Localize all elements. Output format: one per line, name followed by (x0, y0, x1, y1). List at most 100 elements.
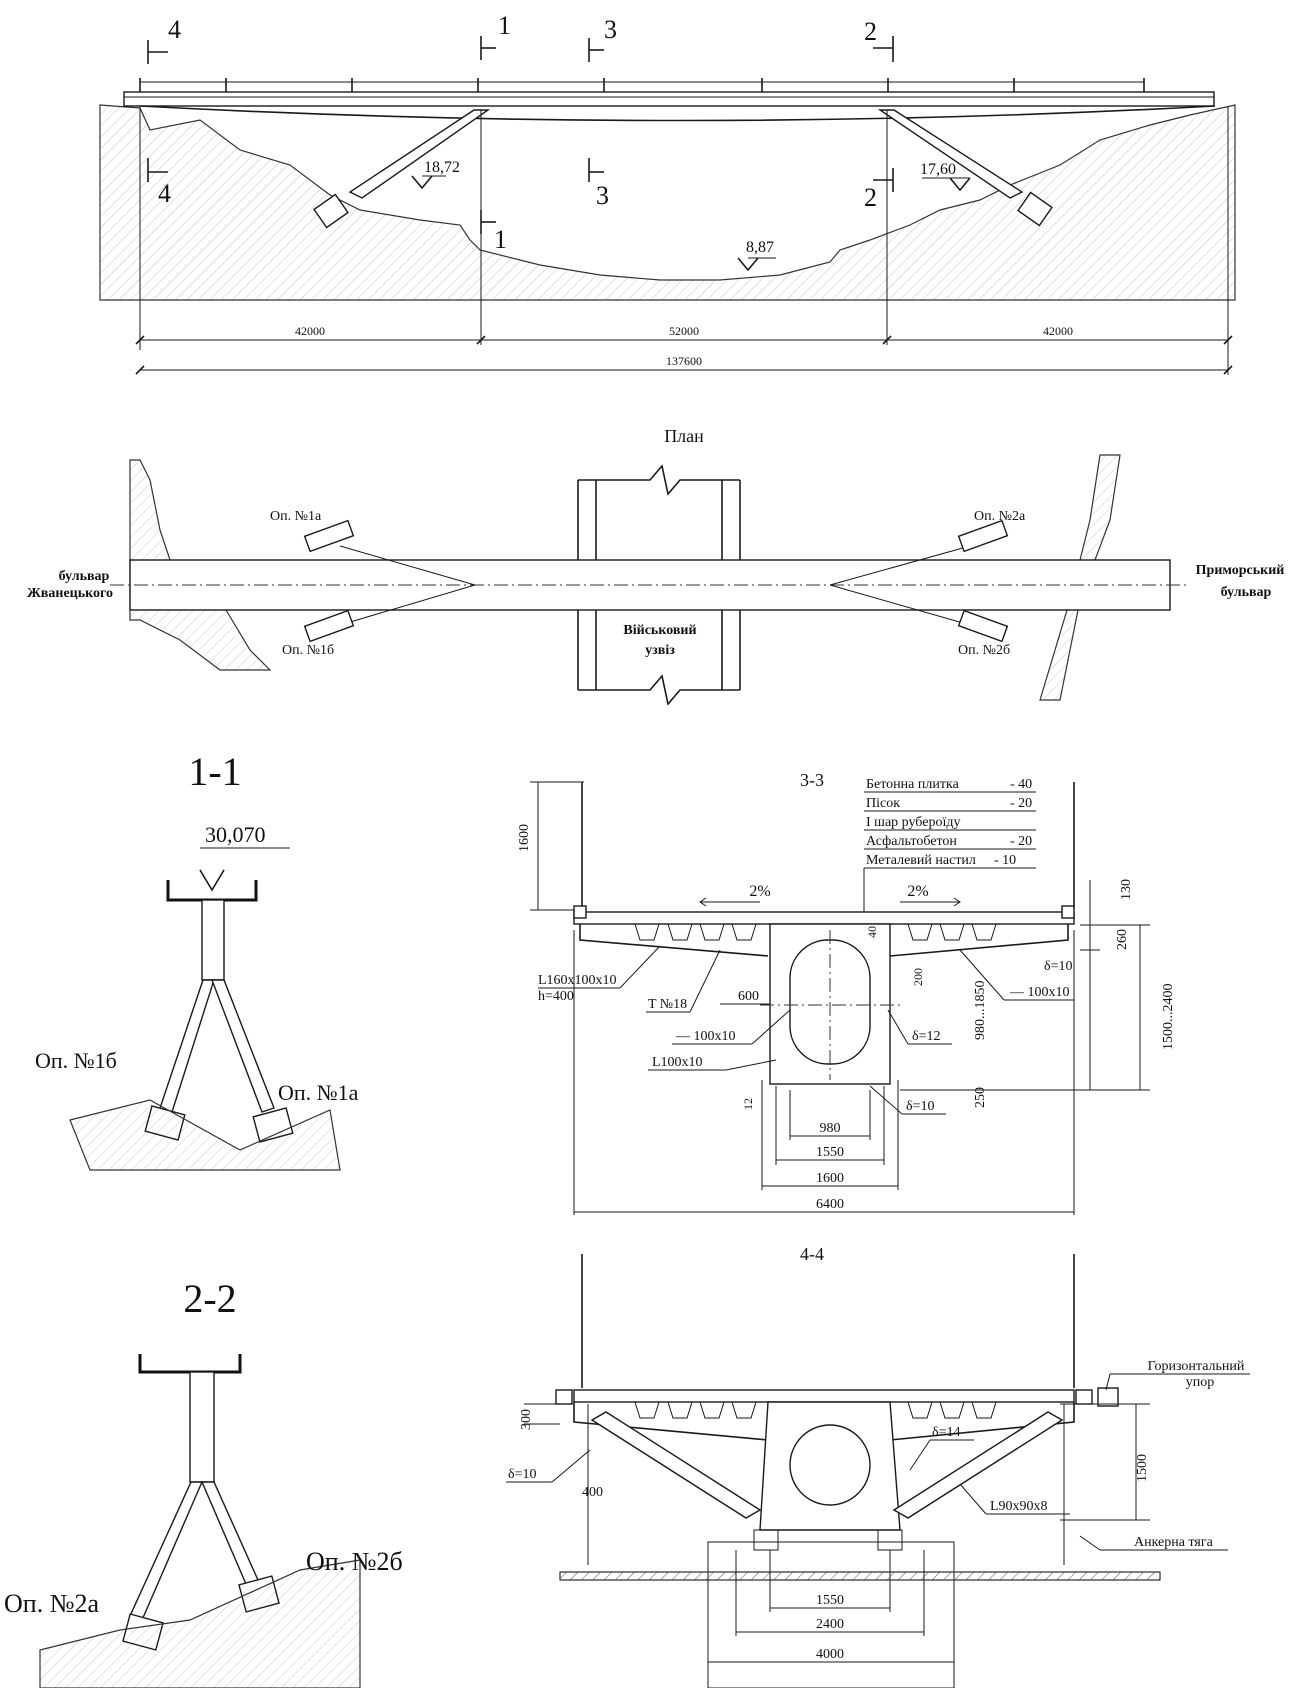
svg-text:Металевий настил: Металевий настил (866, 853, 976, 868)
svg-text:980: 980 (820, 1121, 841, 1136)
section-4-4: 4-4 Горизонтальний упор Анкерна тяга 300… (506, 1244, 1250, 1688)
svg-text:Пісок: Пісок (866, 796, 900, 811)
svg-text:4000: 4000 (816, 1647, 844, 1662)
svg-text:Асфальтобетон: Асфальтобетон (866, 834, 957, 849)
section-marks-bottom: 4 1 3 2 (147, 158, 894, 254)
anchor-rod: Анкерна тяга (1134, 1535, 1214, 1550)
left-footing (313, 193, 349, 229)
span-right: 42000 (1043, 324, 1073, 338)
svg-text:1500: 1500 (1135, 1454, 1150, 1482)
section-1-1-level: 30,070 (205, 822, 266, 847)
level-8-87: 8,87 (746, 239, 774, 256)
section-mark-1-top: 1 (498, 11, 511, 40)
svg-text:δ=12: δ=12 (912, 1029, 941, 1044)
deck-slab (123, 91, 1215, 107)
svg-text:130: 130 (1119, 879, 1134, 900)
section-mark-4-bottom: 4 (158, 179, 171, 208)
section-mark-3-top: 3 (604, 15, 617, 44)
section-1-1-support-left: Оп. №1б (35, 1048, 117, 1073)
svg-text:600: 600 (738, 989, 759, 1004)
horizontal-stop-1: Горизонтальний (1148, 1359, 1245, 1374)
svg-text:L100x10: L100x10 (652, 1055, 703, 1070)
section-mark-1-bottom: 1 (494, 225, 507, 254)
right-footing (1017, 191, 1053, 227)
section-1-1-title: 1-1 (188, 749, 241, 794)
svg-text:12: 12 (741, 1098, 755, 1110)
section-4-4-opening (789, 1424, 871, 1506)
svg-text:δ=10: δ=10 (1044, 959, 1073, 974)
rail-height: 1600 (517, 824, 532, 852)
section-4-4-title: 4-4 (800, 1244, 824, 1264)
section-1-1-support-right: Оп. №1а (278, 1080, 359, 1105)
span-dimensions: 42000 52000 42000 137600 (135, 324, 1233, 375)
svg-text:— 100x10: — 100x10 (1009, 985, 1070, 1000)
section-4-4-deck (573, 1389, 1075, 1403)
svg-text:200: 200 (911, 968, 925, 986)
right-inclined-strut (877, 109, 1024, 199)
plan-title: План (664, 426, 704, 446)
svg-text:Бетонна плитка: Бетонна плитка (866, 777, 960, 792)
elevation-view: 4 1 3 2 4 1 3 2 18,72 17,60 8,87 (99, 11, 1236, 375)
svg-text:1550: 1550 (816, 1593, 844, 1608)
level-marks: 18,72 17,60 8,87 (411, 159, 971, 272)
svg-text:- 10: - 10 (994, 853, 1016, 868)
section-2-2-support-right: Оп. №2б (306, 1547, 403, 1576)
svg-text:δ=10: δ=10 (906, 1099, 935, 1114)
section-mark-4-top: 4 (168, 15, 181, 44)
section-2-2-title: 2-2 (183, 1276, 236, 1321)
horizontal-stop-2: упор (1186, 1375, 1215, 1390)
svg-text:1500...2400: 1500...2400 (1161, 984, 1176, 1051)
svg-text:- 20: - 20 (1010, 834, 1032, 849)
span-left: 42000 (295, 324, 325, 338)
level-17-60: 17,60 (920, 161, 956, 178)
svg-text:I шар руберoїду: I шар руберoїду (866, 815, 960, 830)
plan-left-street-2: Жванецького (27, 586, 113, 601)
svg-text:250: 250 (973, 1087, 988, 1108)
svg-text:L90x90x8: L90x90x8 (990, 1499, 1048, 1514)
section-marks-top: 4 1 3 2 (147, 11, 894, 64)
plan-right-street-2: бульвар (1221, 585, 1272, 600)
plan-support-1a: Оп. №1а (270, 509, 322, 524)
plan-crossing-2: узвіз (645, 643, 675, 658)
level-18-72: 18,72 (424, 159, 460, 176)
section-4-4-left-strut (590, 1411, 762, 1519)
plan-support-2a: Оп. №2а (974, 509, 1026, 524)
svg-text:260: 260 (1115, 929, 1130, 950)
section-2-2-support-left: Оп. №2а (4, 1589, 99, 1618)
ground-left (99, 104, 1236, 301)
section-3-3: 3-3 Бетонна плитка - 40 Пісок - 20 I шар… (517, 770, 1176, 1215)
plan-left-street-1: бульвар (59, 569, 110, 584)
total-length: 137600 (666, 354, 702, 368)
plan-right-street-1: Приморський (1196, 563, 1285, 578)
section-mark-2-bottom: 2 (864, 183, 877, 212)
slope-left: 2% (749, 883, 770, 900)
svg-text:T №18: T №18 (648, 997, 687, 1012)
span-middle: 52000 (669, 324, 699, 338)
deck-bottom-chord (139, 105, 1216, 122)
svg-text:- 40: - 40 (1010, 777, 1032, 792)
section-1-1: 1-1 30,070 Оп. №1б Оп. №1а (35, 749, 359, 1171)
section-2-2: 2-2 Оп. №2а Оп. №2б (4, 1276, 403, 1688)
svg-text:1550: 1550 (816, 1145, 844, 1160)
svg-text:— 100x10: — 100x10 (675, 1029, 736, 1044)
section-2-2-deck (138, 1354, 242, 1374)
svg-text:δ=14: δ=14 (932, 1425, 961, 1440)
section-3-3-deck (573, 911, 1075, 925)
svg-text:L160x100x10: L160x100x10 (538, 973, 617, 988)
svg-text:300: 300 (519, 1409, 534, 1430)
plan-support-1b: Оп. №1б (282, 643, 334, 658)
svg-text:6400: 6400 (816, 1197, 844, 1212)
svg-text:- 20: - 20 (1010, 796, 1032, 811)
plan-left-bank (129, 459, 272, 671)
plan-support-2b: Оп. №2б (958, 643, 1010, 658)
section-mark-2-top: 2 (864, 17, 877, 46)
section-4-4-right-strut (892, 1411, 1064, 1519)
left-inclined-strut (348, 109, 491, 199)
plan-struts (303, 519, 1009, 643)
plan-view: План Оп. №1а Оп. №1б Оп. №2а (27, 426, 1285, 706)
plan-crossing-1: Військовий (623, 623, 696, 638)
svg-text:2400: 2400 (816, 1617, 844, 1632)
svg-text:δ=10: δ=10 (508, 1467, 537, 1482)
svg-text:980...1850: 980...1850 (973, 981, 988, 1041)
